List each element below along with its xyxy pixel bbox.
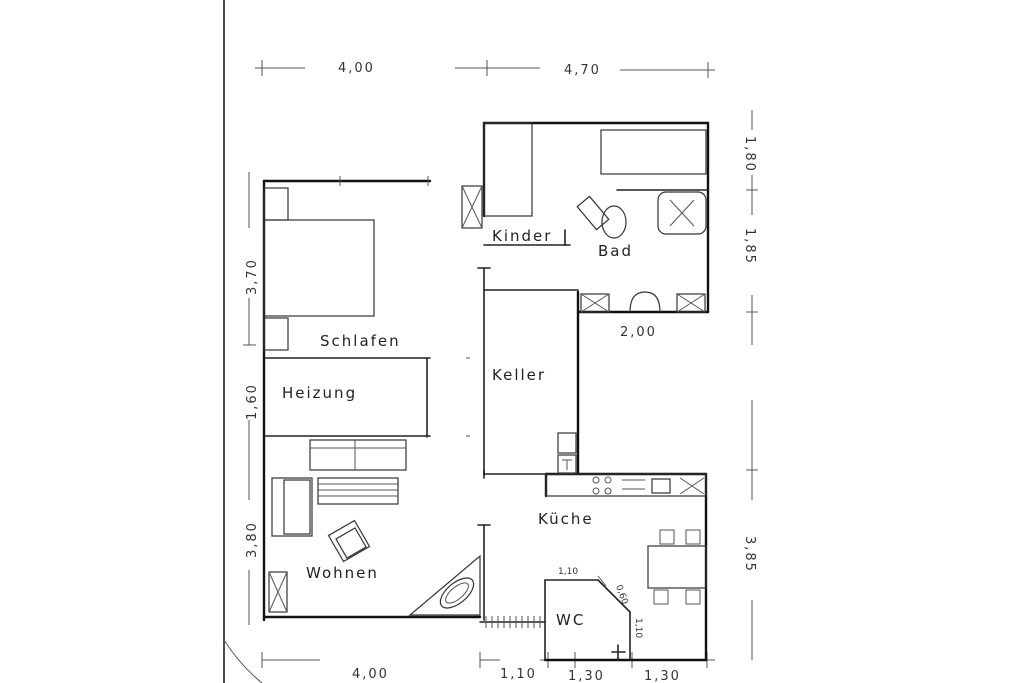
- room-label-wc: WC: [556, 611, 585, 629]
- bathtub: [600, 129, 707, 175]
- dim-top-right: 4,70: [564, 63, 601, 78]
- bad-toilet: [576, 195, 627, 239]
- right-dimension-lines: [746, 110, 758, 660]
- dim-right-lower: 3,85: [742, 536, 757, 573]
- dim-bottom-wc1: 1,30: [568, 669, 605, 683]
- dim-bad-width: 2,00: [620, 325, 657, 340]
- left-dimension-lines: [243, 172, 256, 625]
- bad-washbasins: [580, 291, 706, 313]
- room-label-bad: Bad: [598, 242, 633, 260]
- wohnen-sofa: [271, 439, 407, 537]
- dim-bottom-wc2: 1,30: [644, 669, 681, 683]
- kinder-wardrobe: [461, 185, 483, 229]
- room-label-wohnen: Wohnen: [306, 564, 379, 582]
- shower: [657, 191, 707, 235]
- dim-left-middle: 1,60: [245, 383, 260, 420]
- top-dimension-lines: [255, 60, 715, 78]
- dim-bottom-left: 4,00: [352, 667, 389, 682]
- page-curl: [223, 639, 263, 683]
- dim-wc-side: 1,10: [633, 618, 643, 638]
- dim-right-top: 1,80: [742, 136, 757, 173]
- room-label-kueche: Küche: [538, 510, 594, 528]
- dim-wc-diag: 0,60: [613, 584, 629, 607]
- kitchen-table: [647, 529, 707, 605]
- wohnen-armchair: [327, 519, 371, 563]
- wohnen-shelf: [317, 477, 399, 505]
- dim-right-upper: 1,85: [742, 228, 757, 265]
- dim-left-lower: 3,80: [245, 521, 260, 558]
- dim-bottom-mid: 1,10: [500, 667, 537, 682]
- kinder-bed: [483, 122, 533, 217]
- room-label-heizung: Heizung: [282, 384, 357, 402]
- dim-wc-top: 1,10: [558, 567, 578, 577]
- room-label-schlafen: Schlafen: [320, 332, 401, 350]
- room-label-kinder: Kinder: [492, 227, 552, 245]
- wc-toilet: [597, 575, 626, 661]
- wohnen-corner-table: [408, 554, 481, 616]
- dim-top-left: 4,00: [338, 61, 375, 76]
- schlafen-bed: [263, 187, 375, 351]
- interior-walls: [263, 189, 709, 661]
- kitchen-counter: [545, 473, 707, 497]
- dim-left-upper: 3,70: [245, 258, 260, 295]
- keller-items: [557, 432, 577, 474]
- room-label-keller: Keller: [492, 366, 546, 384]
- wohnen-cabinet: [268, 571, 288, 613]
